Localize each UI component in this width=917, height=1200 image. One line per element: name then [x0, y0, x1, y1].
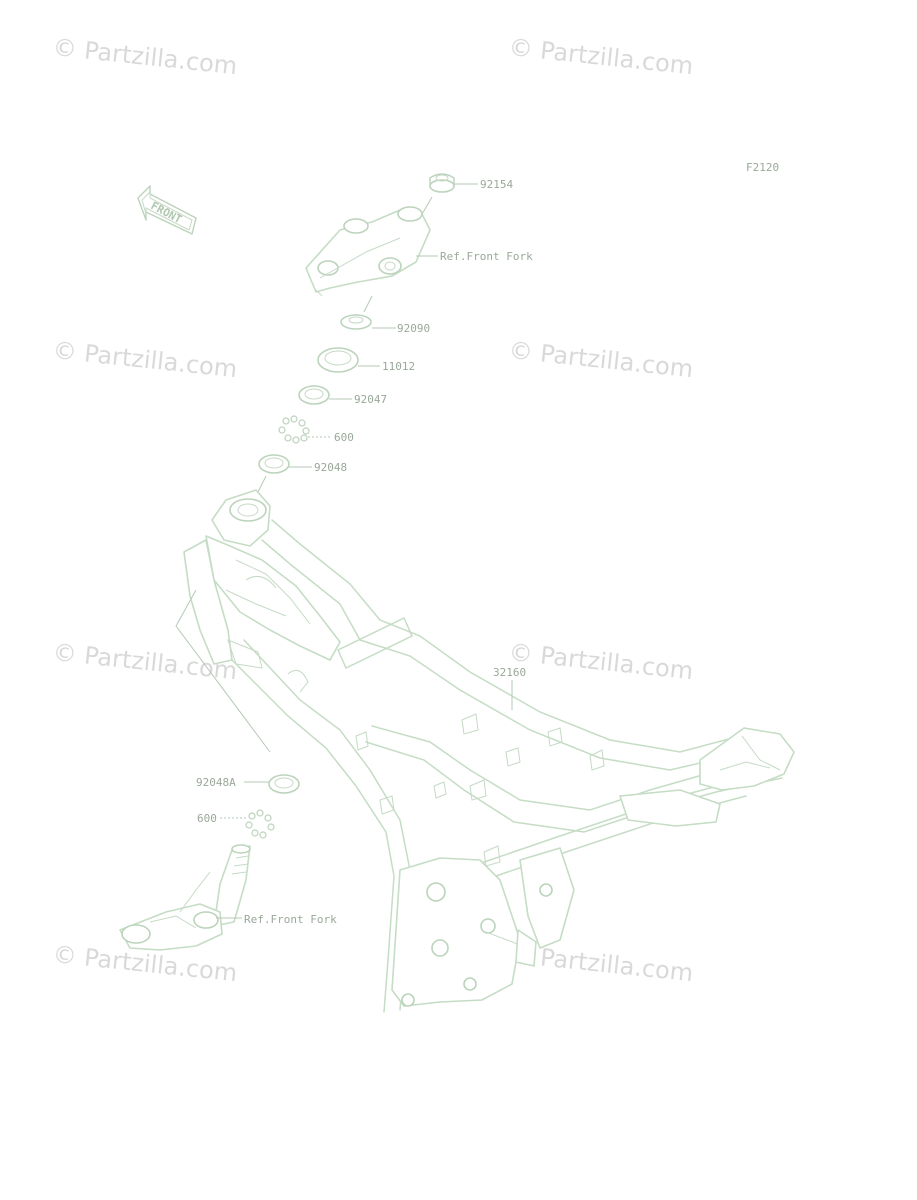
watermark: © Partzilla.com: [51, 33, 238, 80]
stem-cap: [429, 173, 455, 193]
diagram-code: F2120: [746, 161, 779, 174]
upper-bracket: [305, 196, 433, 313]
part-label-92090: 92090: [397, 322, 430, 335]
part-label-600-top: 600: [334, 431, 354, 444]
watermark: © Partzilla.com: [507, 336, 694, 383]
part-label-32160: 32160: [493, 666, 526, 679]
frame: [183, 489, 795, 1013]
ball-bearings-top: [278, 415, 310, 444]
lower-race-upper: [253, 454, 290, 501]
ball-bearings-bottom: [245, 809, 275, 839]
upper-race: [298, 385, 330, 405]
watermark: © Partzilla.com: [507, 638, 694, 685]
front-arrow-icon: FRONT: [137, 185, 197, 235]
part-label-600-bottom: 600: [197, 812, 217, 825]
watermark: © Partzilla.com: [507, 33, 694, 80]
watermarks: © Partzilla.com © Partzilla.com © Partzi…: [51, 33, 694, 987]
watermark: © Partzilla.com: [51, 336, 238, 383]
bearing-cap: [317, 347, 359, 373]
part-label-92048: 92048: [314, 461, 347, 474]
steering-stem: [119, 844, 251, 951]
part-label-92154: 92154: [480, 178, 513, 191]
lower-race-bottom: [268, 774, 300, 794]
stem-nut: [340, 314, 372, 330]
ref-front-fork-bottom-label: Ref.Front Fork: [244, 913, 337, 926]
part-label-92047: 92047: [354, 393, 387, 406]
part-label-11012: 11012: [382, 360, 415, 373]
ref-front-fork-top-label: Ref.Front Fork: [440, 250, 533, 263]
part-label-92048A: 92048A: [196, 776, 236, 789]
